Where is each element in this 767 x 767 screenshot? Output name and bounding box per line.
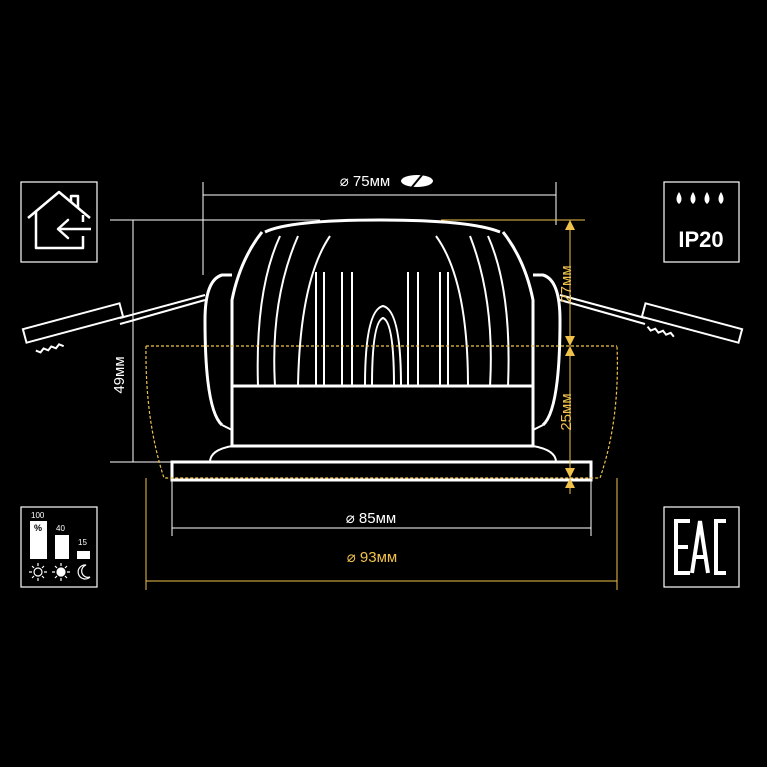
sun-half-icon [52,563,70,581]
indoor-badge [20,181,98,263]
left-spring-clip [21,294,206,354]
certification-badge [663,506,740,588]
gold-arrows [565,220,575,488]
bottom-inner-label: ⌀ 85мм [346,510,397,527]
dimming-levels-icon: 100 % 40 15 [29,511,91,581]
bottom-inner-dimension [171,480,592,536]
mount-symbol-icon [401,174,433,188]
bottom-outer-label: ⌀ 93мм [347,549,398,566]
total-height-label: 49мм [111,356,128,393]
dimming-unit: % [34,523,42,533]
top-diameter-dimension [202,182,557,275]
dimming-level-40: 40 [56,524,65,533]
eac-mark-icon [674,519,726,575]
dimming-badge: 100 % 40 15 [20,506,98,588]
dimming-level-15: 15 [78,538,87,547]
lower-height-label: 25мм [558,393,575,430]
lamp-outline [170,218,593,482]
sun-full-icon [29,563,47,581]
right-spring-clip [559,294,744,344]
house-arrow-icon [27,190,91,250]
top-diameter-label: ⌀ 75мм [340,173,391,190]
moon-icon [77,564,91,580]
dimming-level-100: 100 [31,511,45,520]
gold-extension-lines [145,219,618,590]
height-49-dimension [110,219,320,463]
ip-rating-badge: IP20 [663,181,740,263]
ip-rating-label: IP20 [678,227,723,252]
water-drops-icon [676,192,724,204]
cutout-outline [145,345,618,479]
upper-height-label: 27мм [558,265,575,302]
